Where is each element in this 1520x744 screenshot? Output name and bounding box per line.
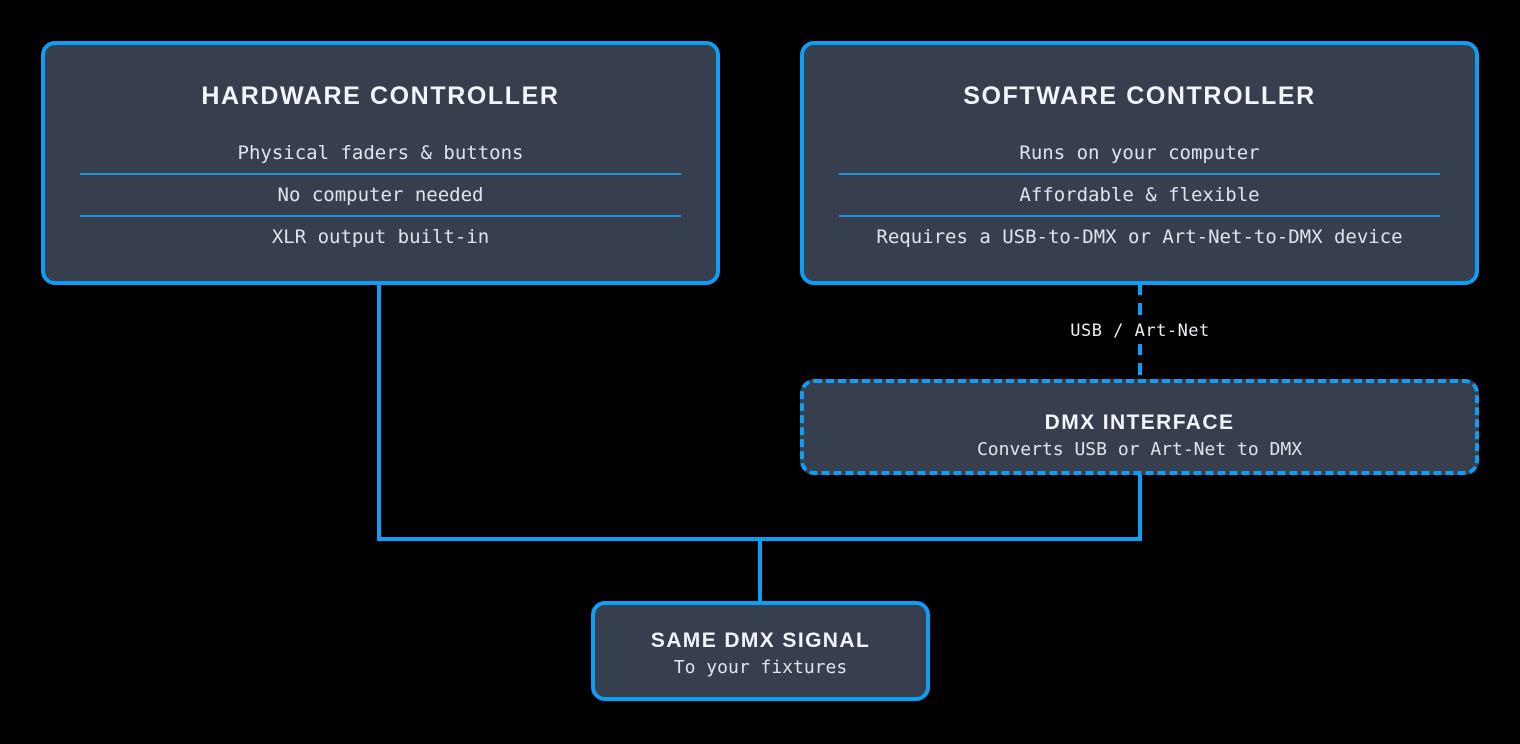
dmx-interface-title: DMX INTERFACE	[1044, 411, 1235, 434]
software-controller-title: SOFTWARE CONTROLLER	[963, 82, 1316, 110]
node-hardware-controller[interactable]: HARDWARE CONTROLLER Physical faders & bu…	[41, 41, 720, 285]
node-software-controller[interactable]: SOFTWARE CONTROLLER Runs on your compute…	[800, 41, 1479, 285]
hardware-controller-title: HARDWARE CONTROLLER	[201, 82, 560, 110]
hardware-controller-feature-1: Physical faders & buttons	[237, 142, 524, 164]
same-dmx-signal-subtitle: To your fixtures	[673, 657, 848, 678]
same-dmx-signal-title: SAME DMX SIGNAL	[650, 629, 871, 652]
connector-label-usb-artnet: USB / Art-Net	[1060, 318, 1220, 344]
node-same-dmx-signal[interactable]: SAME DMX SIGNAL To your fixtures	[591, 601, 930, 701]
connector-bus-to-signal	[758, 537, 762, 605]
software-controller-feature-3: Requires a USB-to-DMX or Art-Net-to-DMX …	[839, 215, 1440, 257]
connector-merge-bus	[377, 537, 1142, 541]
hardware-controller-feature-2: No computer needed	[80, 173, 681, 215]
connector-hardware-to-bus	[377, 283, 381, 541]
software-controller-feature-list: Runs on your computer Affordable & flexi…	[804, 133, 1475, 257]
software-controller-feature-2: Affordable & flexible	[839, 173, 1440, 215]
hardware-controller-feature-3: XLR output built-in	[80, 215, 681, 257]
software-controller-feature-1: Runs on your computer	[1019, 142, 1260, 164]
node-dmx-interface[interactable]: DMX INTERFACE Converts USB or Art-Net to…	[800, 379, 1479, 475]
dmx-interface-subtitle: Converts USB or Art-Net to DMX	[976, 439, 1303, 460]
hardware-controller-feature-list: Physical faders & buttons No computer ne…	[45, 133, 716, 257]
connector-interface-to-bus	[1138, 473, 1142, 541]
